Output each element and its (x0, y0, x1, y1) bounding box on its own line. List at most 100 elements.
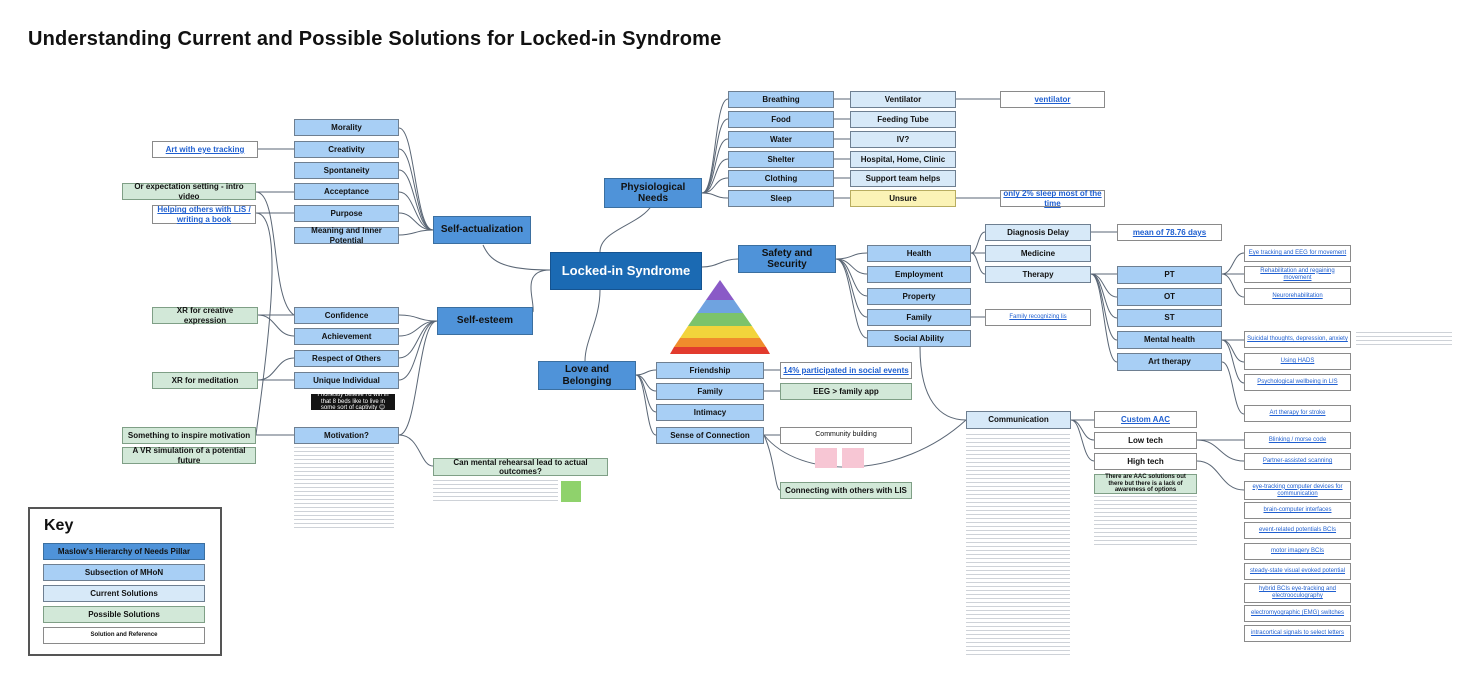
node-aac-awareness[interactable]: There are AAC solutions out there but th… (1094, 474, 1197, 494)
node-family-love[interactable]: Family (656, 383, 764, 400)
node-pt[interactable]: PT (1117, 266, 1222, 284)
node-food[interactable]: Food (728, 111, 834, 128)
ref-mental-2-link[interactable]: Using HADS (1280, 358, 1315, 365)
ref-pt-3-link[interactable]: Neurorehabilitation (1272, 293, 1323, 300)
ref-high-2-link[interactable]: brain-computer interfaces (1263, 507, 1332, 514)
ref-high-8-link[interactable]: intracortical signals to select letters (1250, 630, 1345, 637)
node-ventilator[interactable]: Ventilator (850, 91, 956, 108)
ref-art-eye-tracking-link[interactable]: Art with eye tracking (165, 144, 245, 154)
node-art-therapy[interactable]: Art therapy (1117, 353, 1222, 371)
ref-friendship-link[interactable]: 14% participated in social events (783, 365, 909, 375)
node-hospital[interactable]: Hospital, Home, Clinic (850, 151, 956, 168)
ref-high-5[interactable]: steady-state visual evoked potential (1244, 563, 1351, 580)
node-sleep[interactable]: Sleep (728, 190, 834, 207)
ref-ventilator-link[interactable]: ventilator (1034, 94, 1071, 104)
pillar-physiological[interactable]: Physiological Needs (604, 178, 702, 208)
node-respect[interactable]: Respect of Others (294, 350, 399, 367)
ref-family-recognizing[interactable]: Family recognizing lis (985, 309, 1091, 326)
ref-sleep[interactable]: only 2% sleep most of the time (1000, 189, 1105, 208)
node-feeding-tube[interactable]: Feeding Tube (850, 111, 956, 128)
node-intimacy[interactable]: Intimacy (656, 404, 764, 421)
ref-high-2[interactable]: brain-computer interfaces (1244, 502, 1351, 519)
ref-high-1-link[interactable]: eye-tracking computer devices for commun… (1252, 483, 1343, 497)
node-community-building[interactable]: Community building (780, 427, 912, 444)
ref-helping-others[interactable]: Helping others with LiS / writing a book (152, 205, 256, 224)
ref-mental-3-link[interactable]: Psychological wellbeing in LIS (1257, 379, 1338, 386)
node-spontaneity[interactable]: Spontaneity (294, 162, 399, 179)
ref-mental-1-link[interactable]: Suicidal thoughts, depression, anxiety (1247, 336, 1348, 343)
node-sense-of-connection[interactable]: Sense of Connection (656, 427, 764, 444)
ref-high-4-link[interactable]: motor imagery BCIs (1270, 548, 1324, 555)
ref-pt-2[interactable]: Rehabilitation and regaining movement (1244, 266, 1351, 283)
ref-diagnosis-link[interactable]: mean of 78.76 days (1132, 227, 1207, 237)
node-communication[interactable]: Communication (966, 411, 1071, 429)
node-shelter[interactable]: Shelter (728, 151, 834, 168)
ref-art-therapy[interactable]: Art therapy for stroke (1244, 405, 1351, 422)
pillar-love[interactable]: Love and Belonging (538, 361, 636, 390)
ref-custom-aac-link[interactable]: Custom AAC (1120, 414, 1171, 424)
node-confidence[interactable]: Confidence (294, 307, 399, 324)
pillar-esteem[interactable]: Self-esteem (437, 307, 533, 335)
node-purpose[interactable]: Purpose (294, 205, 399, 222)
pillar-actualization[interactable]: Self-actualization (433, 216, 531, 244)
ref-family-recognizing-link[interactable]: Family recognizing lis (1009, 314, 1067, 321)
ref-high-1[interactable]: eye-tracking computer devices for commun… (1244, 481, 1351, 500)
node-health[interactable]: Health (867, 245, 971, 262)
node-low-tech[interactable]: Low tech (1094, 432, 1197, 449)
ref-high-3-link[interactable]: event-related potentials BCIs (1258, 527, 1337, 534)
pillar-safety[interactable]: Safety and Security (738, 245, 836, 273)
node-unique-individual[interactable]: Unique Individual (294, 372, 399, 389)
node-breathing[interactable]: Breathing (728, 91, 834, 108)
node-support-team[interactable]: Support team helps (850, 170, 956, 187)
node-eeg-family-app[interactable]: EEG > family app (780, 383, 912, 400)
node-ot[interactable]: OT (1117, 288, 1222, 306)
ref-custom-aac[interactable]: Custom AAC (1094, 411, 1197, 428)
ref-friendship[interactable]: 14% participated in social events (780, 362, 912, 379)
root-node[interactable]: Locked-in Syndrome (550, 252, 702, 290)
ref-mental-2[interactable]: Using HADS (1244, 353, 1351, 370)
ref-art-therapy-link[interactable]: Art therapy for stroke (1269, 410, 1326, 417)
ref-low-1-link[interactable]: Blinking / morse code (1268, 437, 1327, 444)
node-iv[interactable]: IV? (850, 131, 956, 148)
node-family-safety[interactable]: Family (867, 309, 971, 326)
ref-sleep-link[interactable]: only 2% sleep most of the time (1003, 189, 1102, 208)
ref-high-7-link[interactable]: electromyographic (EMG) switches (1250, 610, 1345, 617)
node-vr-simulation[interactable]: A VR simulation of a potential future (122, 446, 256, 465)
node-acceptance[interactable]: Acceptance (294, 183, 399, 200)
ref-high-8[interactable]: intracortical signals to select letters (1244, 625, 1351, 642)
ref-mental-1[interactable]: Suicidal thoughts, depression, anxiety (1244, 331, 1351, 348)
node-connecting-others[interactable]: Connecting with others with LIS (780, 482, 912, 499)
ref-art-eye-tracking[interactable]: Art with eye tracking (152, 141, 258, 158)
ref-low-2[interactable]: Partner-assisted scanning (1244, 453, 1351, 470)
ref-low-1[interactable]: Blinking / morse code (1244, 432, 1351, 449)
ref-high-5-link[interactable]: steady-state visual evoked potential (1249, 568, 1346, 575)
node-unsure[interactable]: Unsure (850, 190, 956, 207)
node-st[interactable]: ST (1117, 309, 1222, 327)
node-meaning[interactable]: Meaning and Inner Potential (294, 226, 399, 245)
node-mental-rehearsal[interactable]: Can mental rehearsal lead to actual outc… (433, 458, 608, 476)
node-creativity[interactable]: Creativity (294, 141, 399, 158)
node-therapy[interactable]: Therapy (985, 266, 1091, 283)
node-clothing[interactable]: Clothing (728, 170, 834, 187)
node-achievement[interactable]: Achievement (294, 328, 399, 345)
ref-high-3[interactable]: event-related potentials BCIs (1244, 522, 1351, 539)
node-xr-creative[interactable]: XR for creative expression (152, 306, 258, 325)
node-water[interactable]: Water (728, 131, 834, 148)
node-inspire-motivation[interactable]: Something to inspire motivation (122, 427, 256, 444)
ref-pt-1-link[interactable]: Eye tracking and EEG for movement (1248, 250, 1347, 257)
node-property[interactable]: Property (867, 288, 971, 305)
node-xr-meditation[interactable]: XR for meditation (152, 372, 258, 389)
node-friendship[interactable]: Friendship (656, 362, 764, 379)
ref-high-7[interactable]: electromyographic (EMG) switches (1244, 605, 1351, 622)
node-diagnosis-delay[interactable]: Diagnosis Delay (985, 224, 1091, 241)
node-motivation[interactable]: Motivation? (294, 427, 399, 444)
node-high-tech[interactable]: High tech (1094, 453, 1197, 470)
ref-helping-others-link[interactable]: Helping others with LiS / writing a book (157, 205, 251, 224)
node-employment[interactable]: Employment (867, 266, 971, 283)
ref-diagnosis[interactable]: mean of 78.76 days (1117, 224, 1222, 241)
ref-high-4[interactable]: motor imagery BCIs (1244, 543, 1351, 560)
ref-high-6[interactable]: hybrid BCIs eye-tracking and electroocul… (1244, 583, 1351, 603)
node-expectation-setting[interactable]: Or expectation setting - intro video (122, 182, 256, 201)
node-morality[interactable]: Morality (294, 119, 399, 136)
ref-ventilator[interactable]: ventilator (1000, 91, 1105, 108)
